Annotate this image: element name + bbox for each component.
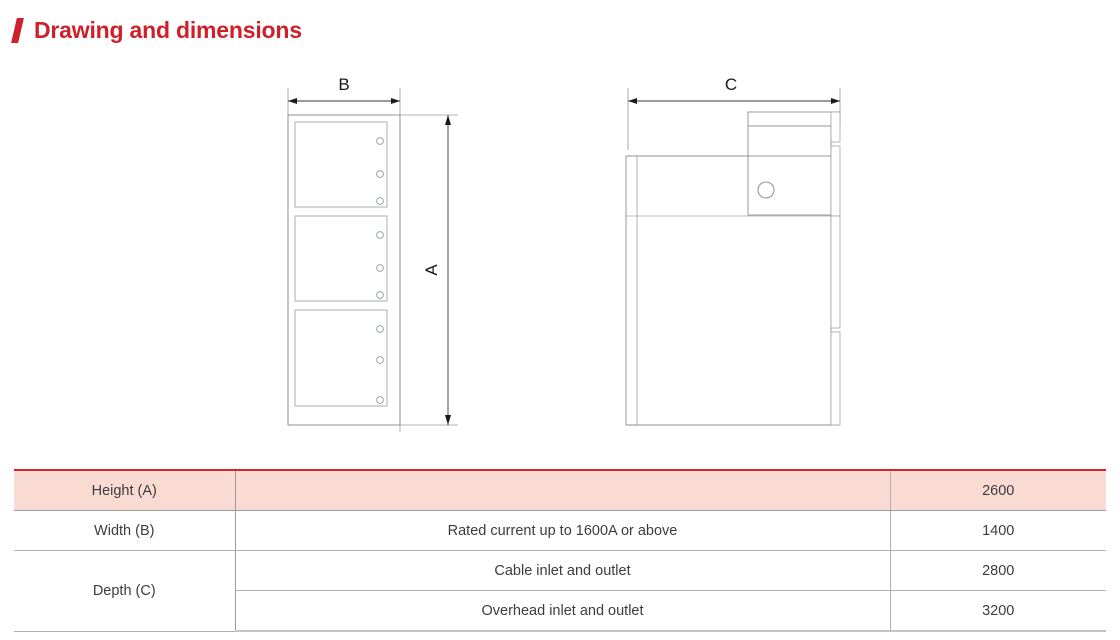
dimension-description-depth-cable: Cable inlet and outlet (235, 550, 891, 591)
dimension-value-height: 2600 (889, 469, 1106, 511)
table-row: Width (B) Rated current up to 1600A or a… (14, 510, 1106, 551)
front-view-drawing: B A (287, 75, 458, 432)
dimensions-table: Height (A) 2600 Width (B) Rated current … (14, 469, 1106, 632)
dimension-description-depth-overhead: Overhead inlet and outlet (235, 590, 891, 632)
front-view-height-label: A (422, 264, 441, 276)
dimension-description-height (235, 469, 891, 511)
dimension-value-width: 1400 (889, 510, 1106, 551)
dimension-label-width: Width (B) (14, 510, 236, 551)
page-title: Drawing and dimensions (34, 16, 302, 43)
table-row: Height (A) 2600 (14, 469, 1106, 511)
dimension-value-depth-cable: 2800 (889, 550, 1106, 591)
table-row: Depth (C) Cable inlet and outlet 2800 (14, 550, 1106, 632)
dimension-value-depth-overhead: 3200 (889, 590, 1106, 632)
front-view-width-label: B (338, 75, 349, 94)
page-header: Drawing and dimensions (11, 12, 302, 48)
technical-drawing: B A C (0, 60, 1120, 455)
dimension-description-width: Rated current up to 1600A or above (235, 510, 891, 551)
side-view-depth-label: C (725, 75, 737, 94)
table-row: Overhead inlet and outlet 3200 (14, 590, 1106, 632)
title-accent-slash-icon (11, 17, 24, 43)
side-view-drawing: C (625, 75, 841, 426)
dimension-label-height: Height (A) (14, 469, 236, 511)
dimension-label-depth: Depth (C) (14, 550, 236, 632)
